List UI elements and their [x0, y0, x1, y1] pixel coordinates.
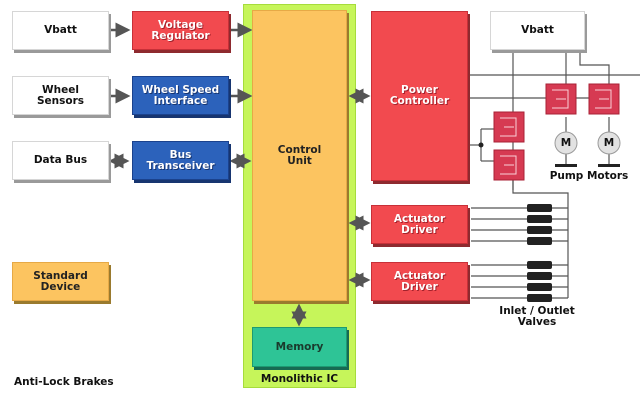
pump-motors-label: Pump Motors [549, 170, 629, 182]
wheel-speed-interface-block: Wheel Speed Interface [132, 76, 229, 115]
vbatt-right-block: Vbatt [490, 11, 585, 50]
legend-standard-device: Standard Device [12, 262, 109, 301]
transistor-group [493, 83, 620, 181]
motor-label: M [603, 137, 615, 149]
bus-transceiver-block: Bus Transceiver [132, 141, 229, 180]
valve [527, 204, 552, 212]
actuator-driver-1-block: Actuator Driver [371, 205, 468, 244]
transistor-icon [545, 83, 577, 115]
motor-label: M [560, 137, 572, 149]
vbatt-block: Vbatt [12, 11, 109, 50]
motor-icon [554, 131, 578, 155]
power-controller-block: Power Controller [371, 11, 468, 181]
voltage-regulator-block: Voltage Regulator [132, 11, 229, 50]
transistor-icon [493, 149, 525, 181]
data-bus-block: Data Bus [12, 141, 109, 180]
valve [527, 215, 552, 223]
motor-icon [597, 131, 621, 155]
junction-dot [478, 142, 484, 148]
diagram-title: Anti-Lock Brakes [14, 376, 114, 388]
control-unit-block: Control Unit [252, 10, 347, 301]
memory-block: Memory [252, 327, 347, 367]
valve-group [527, 204, 552, 302]
valve [527, 261, 552, 269]
ground-bar [598, 164, 620, 167]
valves-label: Inlet / Outlet Valves [499, 305, 575, 328]
ground-bar [555, 164, 577, 167]
actuator-driver-2-block: Actuator Driver [371, 262, 468, 301]
valve [527, 294, 552, 302]
transistor-icon [493, 111, 525, 143]
valve [527, 272, 552, 280]
valve [527, 283, 552, 291]
valve [527, 237, 552, 245]
valve [527, 226, 552, 234]
wheel-sensors-block: Wheel Sensors [12, 76, 109, 115]
monolithic-ic-label: Monolithic IC [260, 373, 339, 385]
transistor-icon [588, 83, 620, 115]
